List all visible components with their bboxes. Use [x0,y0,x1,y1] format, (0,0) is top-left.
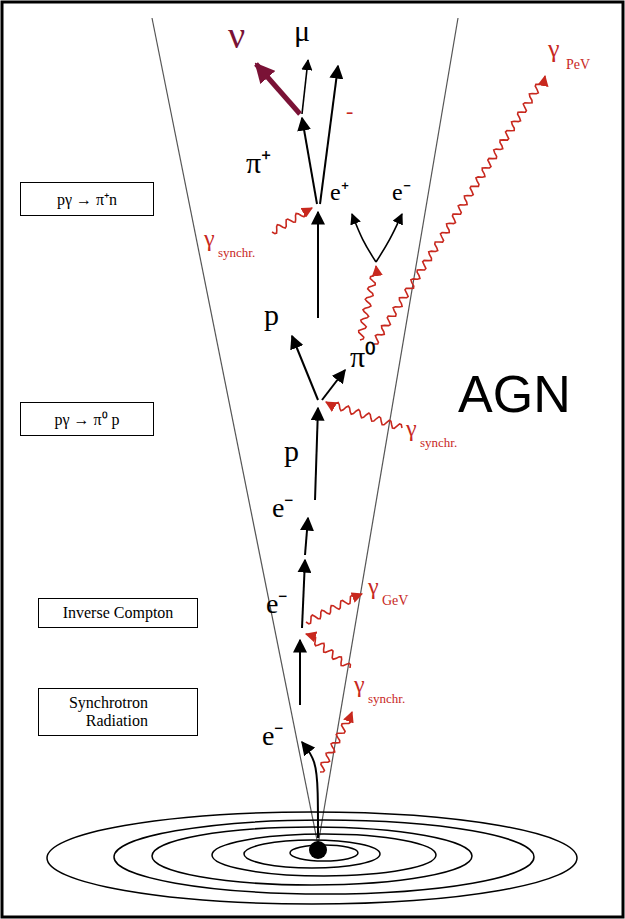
accretion-disk [47,812,577,904]
particle-track [305,518,308,555]
particle-label: p [264,300,279,330]
particle-label: π⁰ [350,342,376,372]
particle-label: e⁻ [262,722,283,750]
photon-track [359,266,377,340]
particle-label: p [284,436,299,466]
particle-label: γ [204,226,215,250]
particle-track [302,60,308,114]
jet-cone-edge [318,18,458,845]
particle-track [302,560,305,628]
particle-label: γ [354,672,365,696]
particle-label: π⁺ [246,148,271,178]
particle-label: e⁻ [272,494,293,522]
particle-label: γ [548,36,560,62]
process-label: Synchrotron Radiation [48,694,148,730]
region-label: AGN [458,368,571,420]
process-box: Inverse Compton [38,598,198,628]
particle-label: e⁺ [330,180,349,204]
process-label: pγ → π⁺n [30,188,144,210]
process-box: Synchrotron Radiation [38,688,198,736]
photon-track [374,76,545,344]
particle-track [376,214,402,262]
photon-track [320,712,352,772]
disk-ring [152,827,472,885]
particle-track [299,640,301,705]
particle-track [317,212,319,318]
black-hole [309,841,327,859]
photon-track [326,402,402,428]
particle-label: ν [228,16,245,54]
disk-ring [114,820,534,894]
process-box: pγ → π⁺n [20,182,154,216]
photon-track [272,208,312,234]
particle-label: synchr. [368,692,405,705]
disk-ring [47,812,577,904]
particle-label: μ [294,16,310,46]
particle-label: - [346,100,353,122]
particle-label: e⁻ [266,590,287,618]
particle-track [302,742,318,838]
particle-track [256,64,300,114]
particle-label: PeV [566,58,590,72]
process-label: pγ → π⁰ p [30,408,144,430]
disk-ring [244,840,380,868]
particle-track [322,370,345,400]
process-label: Inverse Compton [48,604,188,622]
particle-tracks [256,60,545,838]
particle-label: γ [368,574,379,598]
particle-label: e⁻ [392,180,411,204]
photon-track [306,634,350,668]
particle-track [302,118,317,204]
particle-label: GeV [382,594,408,608]
photon-track [306,594,362,624]
particle-label: synchr. [420,436,457,449]
process-box: pγ → π⁰ p [20,402,154,436]
particle-track [292,336,318,400]
particle-label: γ [406,416,417,440]
particle-track [315,408,318,500]
particle-track [352,214,376,262]
particle-label: synchr. [218,246,255,259]
disk-ring [212,834,436,876]
